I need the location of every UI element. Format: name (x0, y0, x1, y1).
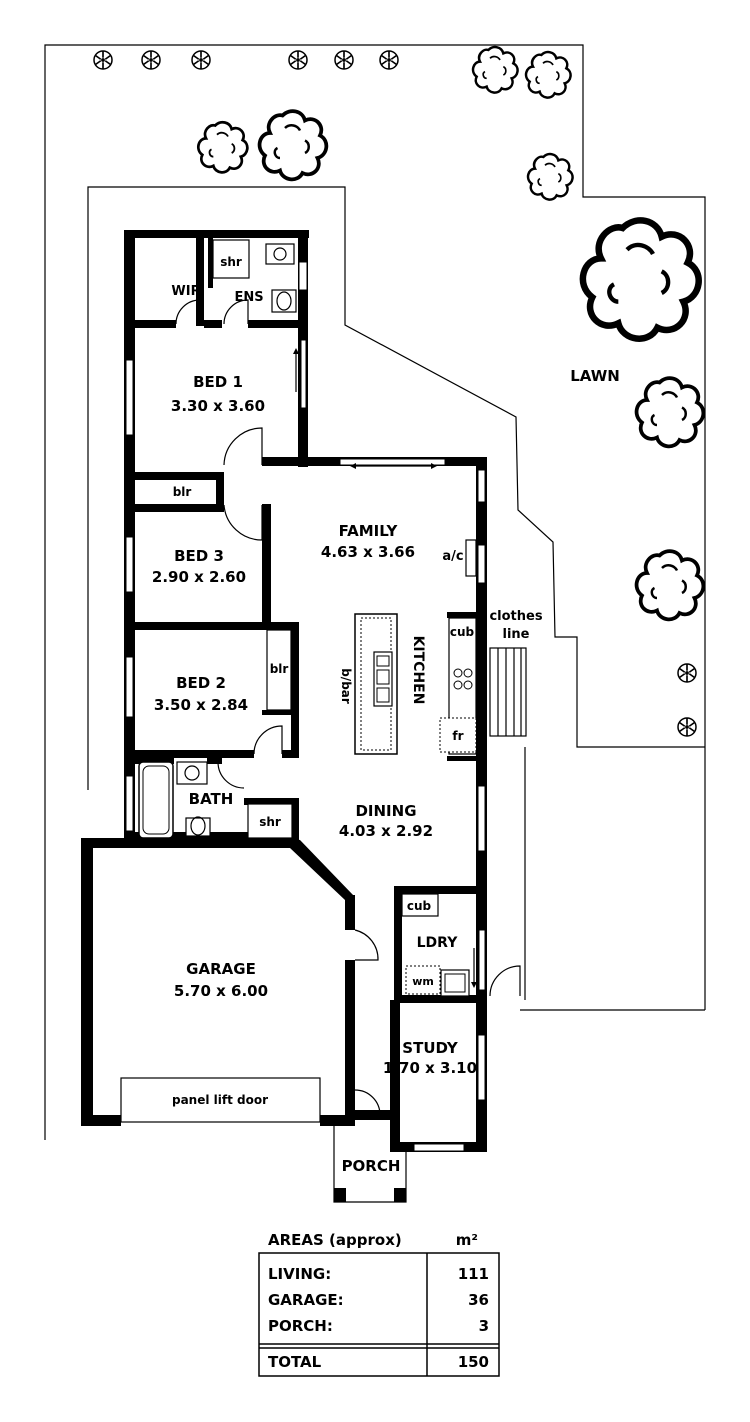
breakfast-bar-label: b/bar (339, 668, 353, 704)
areas-table: AREAS (approx) m² LIVING: 111 GARAGE: 36… (258, 1231, 500, 1377)
areas-row-value: 36 (468, 1291, 489, 1309)
clothes-line-label-2: line (503, 627, 530, 642)
laundry-label: LDRY (417, 935, 459, 951)
bed2-name: BED 2 (176, 674, 226, 692)
bed2-blr-label: blr (270, 662, 289, 676)
areas-row-value: 3 (479, 1317, 489, 1335)
kitchen-cupboard-label: cub (450, 625, 475, 639)
interior-walls (124, 238, 477, 840)
dining-name: DINING (355, 802, 416, 820)
areas-row-label: LIVING: (268, 1265, 331, 1283)
family-name: FAMILY (339, 522, 399, 540)
dining-size: 4.03 x 2.92 (339, 822, 433, 840)
site-boundary (44, 44, 706, 1140)
bed3-name: BED 3 (174, 547, 224, 565)
windows (125, 261, 486, 1152)
bed2-size: 3.50 x 2.84 (154, 696, 248, 714)
study-name: STUDY (402, 1039, 459, 1057)
ensuite-shower-label: shr (220, 255, 242, 269)
bath-label: BATH (189, 790, 234, 808)
wir-label: WIR (171, 284, 200, 299)
trees (93, 45, 706, 737)
fixtures (120, 239, 477, 1203)
lawn-label: LAWN (570, 367, 620, 385)
ac-label: a/c (442, 549, 463, 564)
garage-size: 5.70 x 6.00 (174, 982, 268, 1000)
areas-row-value: 111 (458, 1265, 489, 1283)
bed1-size: 3.30 x 3.60 (171, 397, 265, 415)
bed3-blr-label: blr (173, 485, 192, 499)
ensuite-label: ENS (234, 290, 263, 305)
bed3-size: 2.90 x 2.60 (152, 568, 246, 586)
areas-table-frame (258, 1252, 500, 1377)
family-size: 4.63 x 3.66 (321, 543, 415, 561)
porch-label: PORCH (342, 1157, 401, 1175)
door-swings (175, 299, 521, 1116)
kitchen-label: KITCHEN (410, 636, 426, 705)
areas-title: AREAS (approx) (268, 1231, 402, 1249)
panel-lift-door-label: panel lift door (172, 1093, 268, 1107)
clothes-line-label-1: clothes (489, 609, 542, 624)
laundry-cupboard-label: cub (407, 899, 432, 913)
sliding-door-arrows (293, 339, 486, 991)
areas-row-label: PORCH: (268, 1317, 333, 1335)
study-size: 1.70 x 3.10 (383, 1059, 477, 1077)
bed1-name: BED 1 (193, 373, 243, 391)
garage-name: GARAGE (186, 960, 256, 978)
washing-machine-label: wm (412, 975, 434, 988)
clothes-line-icon (489, 647, 527, 737)
areas-row-label: GARAGE: (268, 1291, 344, 1309)
areas-total-label: TOTAL (268, 1353, 322, 1371)
areas-total-value: 150 (458, 1353, 489, 1371)
areas-unit: m² (456, 1231, 478, 1249)
fridge-label: fr (452, 729, 463, 743)
bed2-robe (266, 629, 292, 711)
bath-shower-label: shr (259, 815, 281, 829)
